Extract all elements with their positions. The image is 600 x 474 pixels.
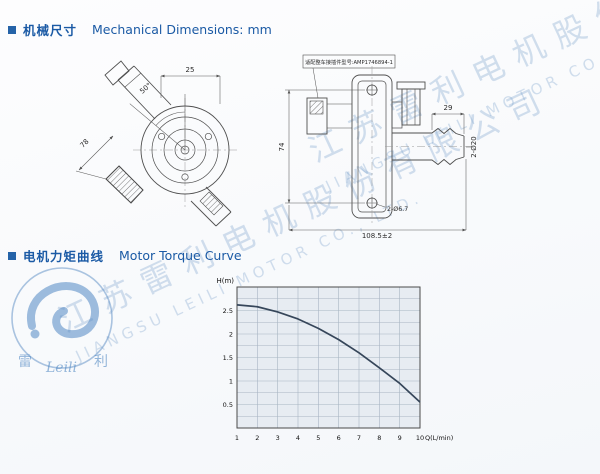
logo-swirl-icon: [26, 282, 99, 338]
dim-label-port-len: 29: [444, 104, 453, 112]
front-view-drawing: [302, 54, 471, 226]
dim-label-top-width: 25: [186, 66, 195, 74]
x-tick-label: 5: [316, 434, 320, 442]
x-tick-label: 1: [235, 434, 239, 442]
section-title-en: Motor Torque Curve: [119, 248, 242, 263]
logo-dot-icon: [30, 329, 40, 339]
y-tick-label: 2: [229, 330, 233, 338]
y-tick-label: 1: [229, 377, 233, 385]
logo-char-left: 雷: [18, 354, 32, 370]
x-tick-label: 3: [276, 434, 280, 442]
company-logo: 雷 Leili 利: [11, 267, 113, 376]
logo-char-right: 利: [94, 354, 108, 370]
torque-curve: [236, 304, 421, 403]
section-header-mechanical: 机械尺寸 Mechanical Dimensions: mm: [8, 20, 272, 39]
section-bullet-icon: [8, 25, 16, 34]
side-view-dimensions: [75, 74, 221, 180]
section-title-en: Mechanical Dimensions: mm: [92, 22, 272, 37]
mechanical-drawing: 25 50° 78: [75, 54, 478, 240]
y-tick-label: 2.5: [223, 307, 233, 315]
x-tick-label: 7: [357, 434, 361, 442]
chart-border: [236, 286, 421, 429]
dim-label-holes: 2-Ø6.7: [387, 205, 408, 213]
x-tick-label: 9: [398, 434, 402, 442]
dim-label-width: 108.5±2: [362, 232, 392, 240]
section-bullet-icon: [8, 251, 16, 260]
x-tick-label: 10: [416, 434, 424, 442]
front-view-dimensions: [285, 89, 471, 232]
section-header-torque: 电机力矩曲线 Motor Torque Curve: [8, 246, 242, 265]
logo-script-text: Leili: [45, 360, 77, 376]
y-tick-label: 1.5: [223, 354, 233, 362]
side-view-drawing: [104, 60, 237, 227]
dim-label-height: 74: [278, 142, 286, 151]
torque-curve-chart: 1 2 3 4 5 6 7 8 9 10 0.5 1 1.5 2 2.5 H(m) Q(L/min): [216, 277, 453, 442]
dim-label-port-dia: 2-Ø20: [470, 136, 478, 157]
x-tick-label: 8: [377, 434, 381, 442]
x-tick-label: 2: [255, 434, 259, 442]
x-tick-label: 6: [337, 434, 341, 442]
section-title-zh: 机械尺寸: [23, 23, 78, 38]
section-title-zh: 电机力矩曲线: [23, 249, 105, 264]
dim-label-flange: 78: [79, 138, 91, 150]
connector-note-label: 适配整车接插件型号:AMP1746894-1: [305, 58, 393, 66]
x-axis-label: Q(L/min): [425, 434, 453, 442]
x-tick-label: 4: [296, 434, 300, 442]
y-tick-label: 0.5: [223, 401, 233, 409]
y-axis-label: H(m): [216, 277, 234, 285]
